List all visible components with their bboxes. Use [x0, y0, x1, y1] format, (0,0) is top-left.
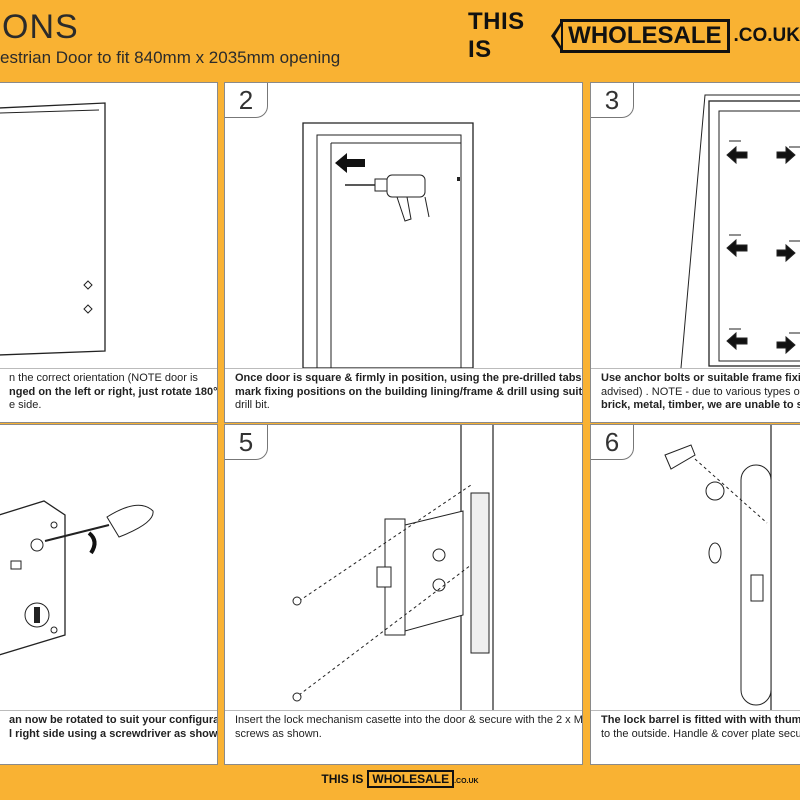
footer-suffix: .CO.UK: [454, 778, 479, 785]
caption-line: The lock barrel is fitted with with thum…: [601, 714, 800, 726]
lock-cassette-illustration: [292, 425, 494, 715]
step-number: 5: [225, 425, 268, 460]
step-number: 6: [591, 425, 634, 460]
step-6-caption: The lock barrel is fitted with with thum…: [591, 710, 800, 762]
step-1-caption: n the correct orientation (NOTE door is …: [0, 368, 217, 420]
footer-boxed: WHOLESALE: [367, 770, 455, 788]
caption-line: advised) . NOTE - due to various types o…: [601, 385, 800, 398]
step-2-caption: Once door is square & firmly in position…: [225, 368, 582, 420]
step-panel-2: 2 Once door is square & firmly in positi…: [224, 82, 583, 423]
step-panel-3: 3 Use anchor bolts or suitable frame fix…: [590, 82, 800, 423]
step-4-caption: an now be rotated to suit your configura…: [0, 710, 217, 762]
lock-rotate-illustration: [0, 500, 154, 656]
brand-prefix: THIS IS: [468, 8, 525, 63]
caption-line: nged on the left or right, just rotate 1…: [9, 385, 218, 398]
brand-boxed: WHOLESALE: [551, 19, 730, 53]
caption-line: l right side using a screwdriver as show…: [9, 727, 218, 740]
caption-line: e side.: [9, 399, 42, 411]
step-number: 2: [225, 83, 268, 118]
caption-line: mark fixing positions on the building li…: [235, 385, 583, 398]
step-number: 3: [591, 83, 634, 118]
caption-line: screws as shown.: [235, 727, 322, 740]
page-subtitle: estrian Door to fit 840mm x 2035mm openi…: [0, 48, 341, 67]
caption-line: Once door is square & firmly in position…: [235, 372, 583, 384]
caption-line: Insert the lock mechanism casette into t…: [235, 714, 583, 726]
caption-line: an now be rotated to suit your configura…: [9, 714, 218, 726]
step-panel-4: an now be rotated to suit your configura…: [0, 424, 218, 765]
step-3-caption: Use anchor bolts or suitable frame fixin…: [591, 368, 800, 420]
caption-line: n the correct orientation (NOTE door is: [9, 372, 198, 384]
page-title: ONS: [2, 8, 79, 46]
anchor-bolts: [726, 140, 800, 355]
step-panel-6: 6 The lock barrel is fitted with with th…: [590, 424, 800, 765]
frame-fixing-illustration: [680, 94, 800, 369]
step-panel-5: 5 Insert the lock mechanism casette into…: [224, 424, 583, 765]
lever-handle-icon: [664, 444, 696, 470]
brand-logo: THIS IS WHOLESALE .CO.UK: [468, 8, 800, 63]
handle-illustration: [664, 425, 772, 715]
caption-line: Use anchor bolts or suitable frame fixin…: [601, 372, 800, 384]
step-5-caption: Insert the lock mechanism casette into t…: [225, 710, 582, 762]
drill-illustration: [302, 122, 474, 369]
left-arrow-icon: [335, 153, 365, 173]
door-illustration: [0, 102, 106, 356]
caption-line: to the outside. Handle & cover plate sec…: [601, 727, 800, 740]
step-panel-1: n the correct orientation (NOTE door is …: [0, 82, 218, 423]
screw-icon: [292, 692, 302, 702]
brand-suffix: .CO.UK: [733, 25, 800, 46]
caption-line: brick, metal, timber, we are unable to s…: [601, 399, 800, 411]
rotate-arrow-icon: [87, 531, 97, 555]
footer-prefix: THIS IS: [321, 772, 364, 786]
screw-icon: [292, 596, 302, 606]
screwdriver-icon: [106, 504, 154, 538]
caption-line: drill bit.: [235, 399, 270, 411]
